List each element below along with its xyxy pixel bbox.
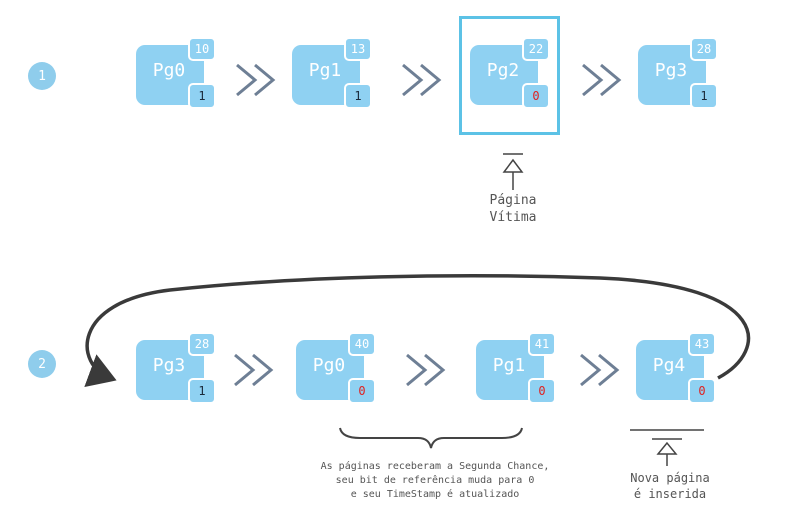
new-page-caption: Nova página é inserida bbox=[630, 471, 710, 501]
row1-page-pg1: Pg1 13 1 bbox=[292, 37, 372, 109]
timestamp-badge: 43 bbox=[688, 332, 716, 356]
double-chevron-arrow bbox=[402, 63, 442, 97]
page-label: Pg4 bbox=[652, 355, 686, 376]
timestamp-badge: 13 bbox=[344, 37, 372, 61]
new-page-pointer-icon bbox=[630, 429, 704, 466]
reference-bit-badge: 1 bbox=[690, 83, 718, 109]
timestamp-badge: 22 bbox=[522, 37, 550, 61]
row1-page-pg0: Pg0 10 1 bbox=[136, 37, 216, 109]
victim-pointer-icon bbox=[502, 153, 524, 190]
double-chevron-arrow bbox=[582, 63, 622, 97]
row2-page-pg4: Pg4 43 0 bbox=[636, 332, 716, 404]
reference-bit-badge: 1 bbox=[188, 83, 216, 109]
reference-bit-badge: 1 bbox=[188, 378, 216, 404]
reference-bit-badge: 0 bbox=[522, 83, 550, 109]
page-label: Pg1 bbox=[308, 60, 342, 81]
reference-bit-badge: 0 bbox=[688, 378, 716, 404]
timestamp-badge: 28 bbox=[188, 332, 216, 356]
curly-brace-icon bbox=[339, 427, 523, 449]
row2-page-pg0: Pg0 40 0 bbox=[296, 332, 376, 404]
row1-page-pg2: Pg2 22 0 bbox=[470, 37, 550, 109]
reference-bit-badge: 0 bbox=[528, 378, 556, 404]
page-label: Pg3 bbox=[654, 60, 688, 81]
double-chevron-arrow bbox=[236, 63, 276, 97]
page-label: Pg3 bbox=[152, 355, 186, 376]
double-chevron-arrow bbox=[406, 353, 446, 387]
step-1-number: 1 bbox=[38, 68, 46, 84]
row2-page-pg3: Pg3 28 1 bbox=[136, 332, 216, 404]
victim-caption: Página Vítima bbox=[489, 193, 537, 225]
second-chance-caption: As páginas receberam a Segunda Chance, s… bbox=[320, 461, 550, 500]
step-2-number: 2 bbox=[38, 356, 46, 372]
timestamp-badge: 41 bbox=[528, 332, 556, 356]
timestamp-badge: 28 bbox=[690, 37, 718, 61]
page-label: Pg0 bbox=[152, 60, 186, 81]
page-label: Pg1 bbox=[492, 355, 526, 376]
step-1-marker: 1 bbox=[28, 62, 56, 90]
timestamp-badge: 10 bbox=[188, 37, 216, 61]
row1-page-pg3: Pg3 28 1 bbox=[638, 37, 718, 109]
reference-bit-badge: 1 bbox=[344, 83, 372, 109]
page-label: Pg2 bbox=[486, 60, 520, 81]
row2-page-pg1: Pg1 41 0 bbox=[476, 332, 556, 404]
double-chevron-arrow bbox=[580, 353, 620, 387]
double-chevron-arrow bbox=[234, 353, 274, 387]
step-2-marker: 2 bbox=[28, 350, 56, 378]
page-label: Pg0 bbox=[312, 355, 346, 376]
reference-bit-badge: 0 bbox=[348, 378, 376, 404]
timestamp-badge: 40 bbox=[348, 332, 376, 356]
victim-highlight-box bbox=[459, 16, 560, 135]
